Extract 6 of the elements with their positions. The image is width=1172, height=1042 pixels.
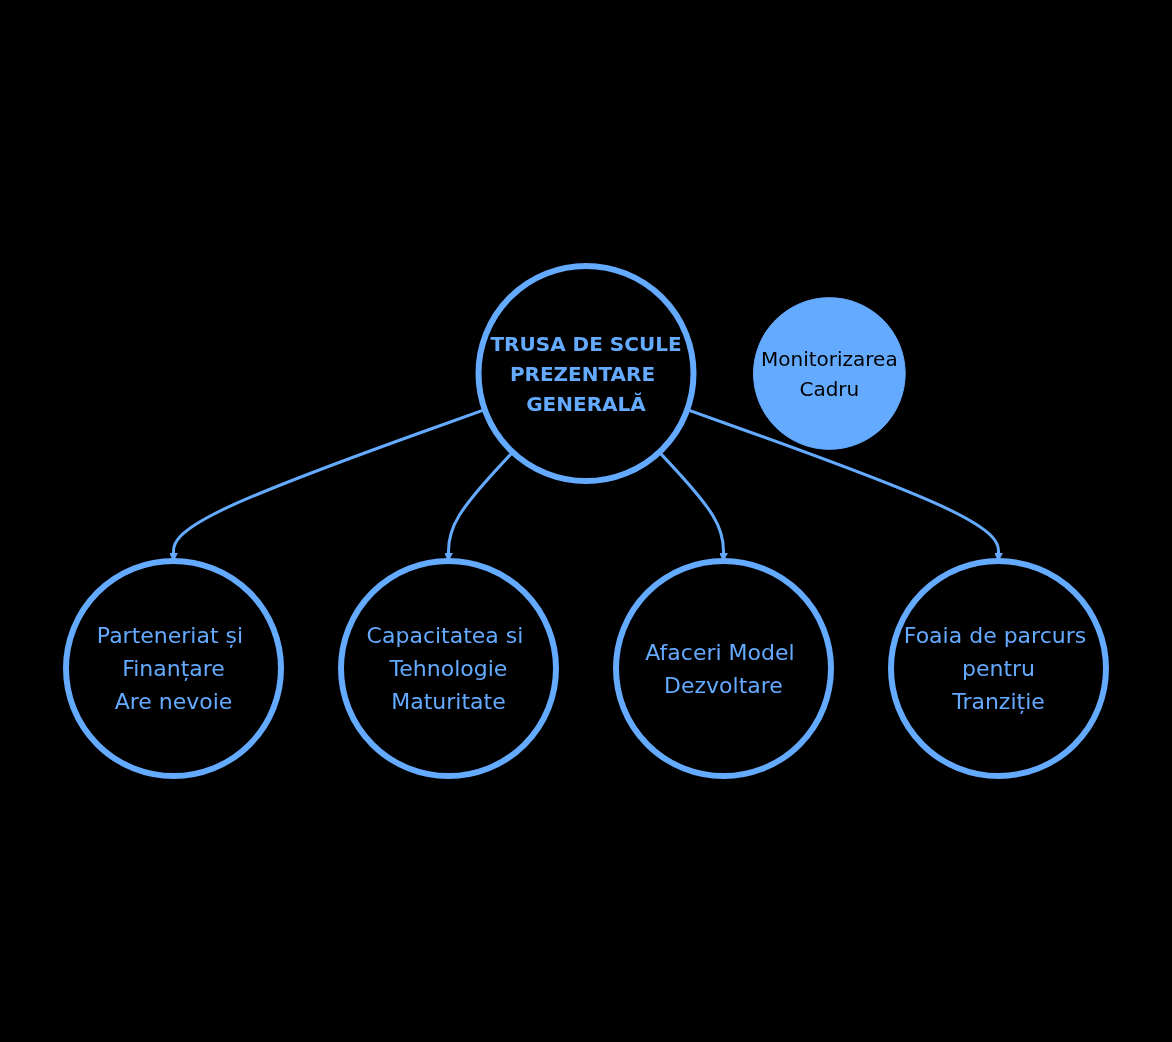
node-circle: Monitorizarea Cadru [753,297,906,450]
node-circle: Afaceri Model Dezvoltare [613,558,834,779]
node-circle: TRUSA DE SCULE PREZENTARE GENERALĂ [475,263,697,484]
node-circle: Parteneriat și Finanțare Are nevoie [63,558,284,779]
node-circle: Capacitatea si Tehnologie Maturitate [338,558,559,779]
node-circle: Foaia de parcurs pentru Tranziție [888,558,1109,779]
